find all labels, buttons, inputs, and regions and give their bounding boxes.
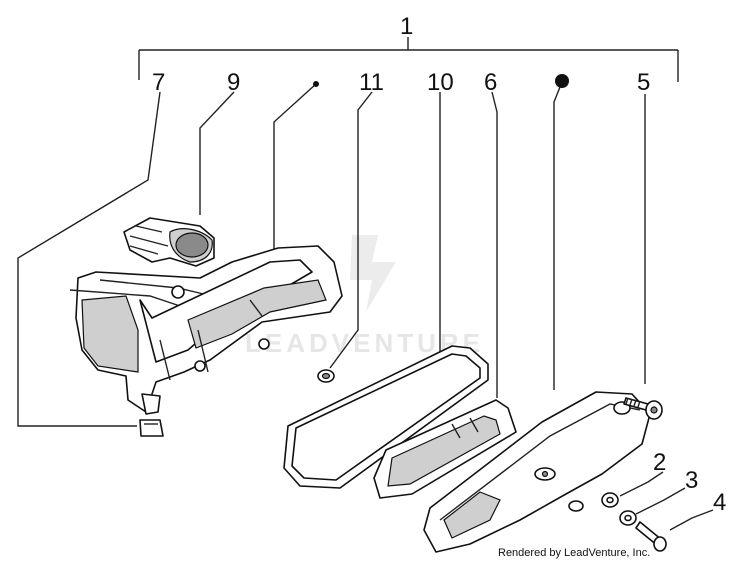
callout-1: 1 (400, 13, 413, 40)
part-filter-element (373, 399, 517, 499)
part-washer-2 (601, 492, 619, 508)
dot-marker-small (313, 81, 319, 87)
callout-3: 3 (685, 467, 698, 494)
part-gasket (283, 345, 489, 489)
dot-marker-large (555, 74, 569, 88)
part-washer-3 (619, 510, 637, 526)
callout-9: 9 (227, 69, 240, 96)
part-grommet-hole (321, 372, 331, 380)
part-cover (423, 391, 651, 553)
callout-numbers: 1 2 3 4 5 6 7 9 10 11 (152, 13, 726, 516)
callout-11: 11 (359, 69, 384, 96)
part-air-box (69, 245, 343, 415)
part-bolt (635, 521, 667, 552)
callout-5: 5 (637, 69, 650, 96)
callout-6: 6 (484, 69, 497, 96)
callout-4: 4 (713, 489, 726, 516)
callout-2: 2 (653, 449, 666, 476)
watermark-logo (350, 235, 396, 312)
part-screw (623, 397, 663, 420)
render-credit: Rendered by LeadVenture, Inc. (498, 547, 650, 559)
callout-10: 10 (427, 69, 454, 96)
leader-lines (17, 81, 714, 531)
part-clip (139, 419, 164, 437)
callout-7: 7 (152, 69, 165, 96)
part-intake-duct (123, 217, 215, 267)
group-bracket (138, 37, 679, 82)
